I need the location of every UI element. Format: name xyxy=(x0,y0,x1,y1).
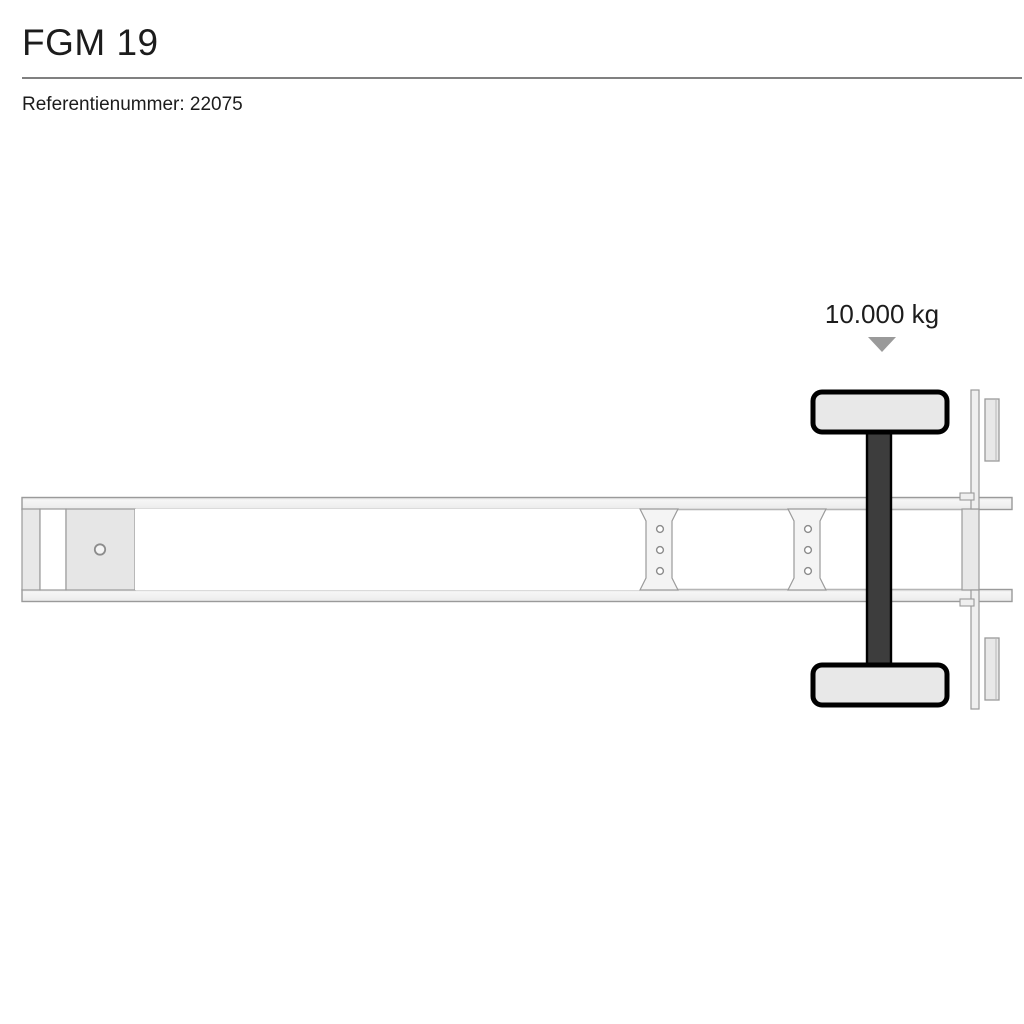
cross-member-bracket-2 xyxy=(787,508,827,591)
left-side-rail xyxy=(21,496,1013,511)
wheel-left xyxy=(810,389,950,435)
rear-section xyxy=(959,389,1000,710)
rear-beam-lower xyxy=(970,589,980,710)
bracket-1-hole-1 xyxy=(655,524,665,534)
right-side-rail xyxy=(21,588,1013,603)
bracket-2-hole-2 xyxy=(803,545,813,555)
rear-tie-upper xyxy=(959,492,975,501)
front-end-cap xyxy=(21,508,41,591)
deck-area xyxy=(135,509,640,590)
bracket-1-hole-3 xyxy=(655,566,665,576)
weight-label: 10.000 kg xyxy=(824,299,940,329)
rear-tie-lower xyxy=(959,598,975,607)
triangle-down-icon xyxy=(868,337,896,352)
cross-member-bracket-1 xyxy=(639,508,679,591)
bracket-2-hole-3 xyxy=(803,566,813,576)
rear-buffer-right xyxy=(984,637,1000,701)
rear-buffer-left xyxy=(984,398,1000,462)
reference-number-text: Referentienummer: 22075 xyxy=(22,94,243,115)
axle-assembly xyxy=(810,389,950,708)
title-divider xyxy=(22,77,1022,79)
front-gap-panel xyxy=(39,508,67,591)
front-section xyxy=(21,508,136,591)
bracket-1-hole-2 xyxy=(655,545,665,555)
bracket-2-hole-1 xyxy=(803,524,813,534)
kingpin xyxy=(93,543,107,556)
rear-beam-upper xyxy=(970,389,980,510)
rear-centre-block xyxy=(961,508,980,591)
axle-beam xyxy=(865,423,893,675)
deck-surface xyxy=(135,509,640,590)
weight-callout: 10.000 kg xyxy=(770,298,994,352)
page-title: FGM 19 xyxy=(22,22,159,63)
wheel-right xyxy=(810,662,950,708)
